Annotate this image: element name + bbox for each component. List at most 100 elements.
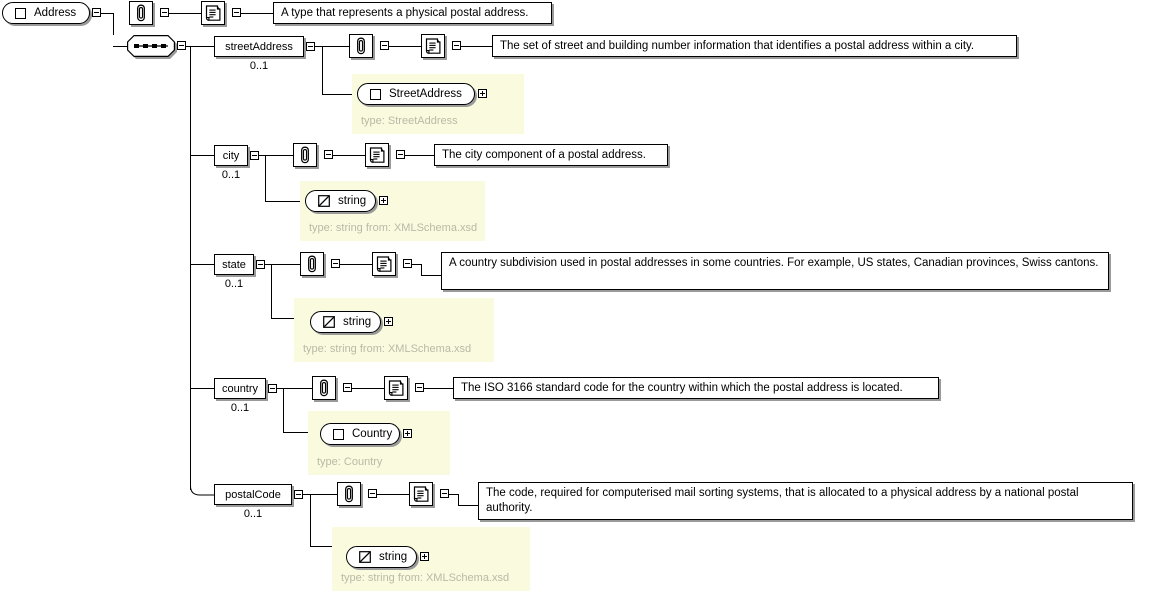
toggle-type-streetaddress[interactable]: [478, 89, 487, 98]
toggle-streetaddress-annotation[interactable]: [380, 41, 389, 50]
element-postalcode[interactable]: postalCode: [214, 484, 292, 505]
connector-streetaddress-to-type: [322, 94, 352, 95]
connector-annotation-to-documentation: [388, 46, 421, 47]
simple-type-diagonal-icon: [318, 195, 330, 207]
documentation-text-country: The ISO 3166 standard code for the count…: [453, 377, 939, 399]
connector-documentation-to-text-h1: [448, 494, 458, 495]
connector-city-type-vertical: [265, 155, 266, 201]
documentation-icon[interactable]: [409, 482, 433, 506]
documentation-icon[interactable]: [201, 1, 225, 25]
connector-sequence-to-streetaddress: [186, 46, 214, 47]
element-country-label: country: [221, 382, 259, 395]
connector-state-type-vertical: [271, 264, 272, 318]
documentation-icon[interactable]: [372, 252, 396, 276]
connector-documentation-to-text-h2: [421, 275, 441, 276]
complex-type-square-icon: [370, 88, 381, 100]
connector-state-to-annotation: [264, 264, 300, 265]
connector-spine-to-country: [190, 388, 214, 389]
documentation-icon[interactable]: [421, 34, 445, 58]
paperclip-icon[interactable]: [300, 252, 324, 276]
cardinality-state: 0..1: [224, 278, 244, 290]
toggle-city-documentation[interactable]: [396, 150, 405, 159]
documentation-text-streetaddress: The set of street and building number in…: [492, 35, 1017, 57]
type-ref-city[interactable]: string: [305, 190, 378, 214]
connector-documentation-to-text: [423, 388, 453, 389]
connector-country-to-annotation: [276, 388, 312, 389]
type-ref-city-label: string: [338, 195, 367, 207]
connector-documentation-to-text-h2: [458, 505, 478, 506]
cardinality-country: 0..1: [230, 402, 250, 414]
toggle-root-address[interactable]: [92, 8, 101, 17]
type-caption-state: type: string from: XMLSchema.xsd: [303, 343, 472, 355]
toggle-root-annotation[interactable]: [160, 8, 169, 17]
connector-city-to-type: [265, 201, 300, 202]
type-ref-country-label: Country: [352, 428, 393, 440]
connector-streetaddress-to-annotation: [314, 46, 349, 47]
connector-root-to-sequence: [113, 46, 127, 47]
element-city-label: city: [222, 149, 240, 162]
element-country[interactable]: country: [214, 378, 266, 399]
type-ref-streetaddress[interactable]: StreetAddress: [357, 83, 477, 107]
type-ref-state-label: string: [343, 316, 372, 328]
toggle-city-annotation[interactable]: [324, 150, 333, 159]
toggle-type-city[interactable]: [379, 196, 388, 205]
connector-streetaddress-type-vertical: [322, 46, 323, 94]
root-element-label: Address: [34, 7, 77, 19]
connector-documentation-to-text: [240, 13, 273, 14]
connector-root-vertical: [113, 13, 114, 35]
type-ref-postalcode[interactable]: string: [346, 546, 419, 570]
type-ref-country[interactable]: Country: [320, 423, 402, 447]
connector-documentation-to-text-v: [421, 264, 422, 275]
type-caption-postalcode: type: string from: XMLSchema.xsd: [341, 572, 510, 584]
simple-type-diagonal-icon: [359, 551, 371, 563]
paperclip-icon[interactable]: [293, 143, 317, 167]
connector-spine-to-postalcode: [190, 478, 220, 496]
cardinality-postalcode: 0..1: [243, 508, 263, 520]
connector-spine: [190, 46, 191, 490]
connector-city-to-annotation: [258, 155, 293, 156]
paperclip-icon[interactable]: [312, 376, 336, 400]
element-postalcode-label: postalCode: [225, 488, 281, 501]
connector-documentation-to-text: [460, 46, 492, 47]
simple-type-diagonal-icon: [323, 316, 335, 328]
connector-country-to-type: [283, 432, 315, 433]
element-streetaddress[interactable]: streetAddress: [214, 36, 304, 57]
root-documentation-text: A type that represents a physical postal…: [273, 2, 552, 24]
toggle-root-documentation[interactable]: [232, 8, 241, 17]
element-state[interactable]: state: [214, 254, 254, 275]
connector-spine-to-city: [190, 155, 214, 156]
toggle-postalcode-annotation[interactable]: [368, 489, 377, 498]
toggle-postalcode-documentation[interactable]: [440, 489, 449, 498]
root-element-address[interactable]: Address: [2, 2, 92, 26]
type-ref-state[interactable]: string: [310, 311, 383, 335]
toggle-country-annotation[interactable]: [343, 383, 352, 392]
toggle-streetaddress-documentation[interactable]: [452, 41, 461, 50]
connector-postalcode-to-type: [310, 546, 346, 547]
cardinality-city: 0..1: [221, 169, 241, 181]
toggle-type-country[interactable]: [403, 429, 412, 438]
connector-annotation-to-documentation: [339, 264, 372, 265]
paperclip-icon[interactable]: [337, 482, 361, 506]
documentation-text-postalcode: The code, required for computerised mail…: [478, 482, 1133, 520]
sequence-compositor[interactable]: [127, 35, 177, 59]
paperclip-icon[interactable]: [349, 34, 373, 58]
toggle-type-postalcode[interactable]: [420, 552, 429, 561]
toggle-state-annotation[interactable]: [331, 259, 340, 268]
type-caption-country: type: Country: [317, 456, 383, 468]
toggle-sequence[interactable]: [177, 41, 186, 50]
toggle-country-documentation[interactable]: [415, 383, 424, 392]
documentation-icon[interactable]: [384, 376, 408, 400]
documentation-text-state: A country subdivision used in postal add…: [441, 252, 1109, 290]
type-caption-city: type: string from: XMLSchema.xsd: [309, 222, 478, 234]
type-caption-streetaddress: type: StreetAddress: [361, 115, 458, 127]
connector-annotation-to-documentation: [376, 494, 409, 495]
connector-annotation-to-documentation: [351, 388, 384, 389]
documentation-icon[interactable]: [365, 143, 389, 167]
toggle-type-state[interactable]: [384, 317, 393, 326]
toggle-state-documentation[interactable]: [403, 259, 412, 268]
complex-type-square-icon: [15, 7, 26, 19]
paperclip-icon[interactable]: [129, 1, 153, 25]
element-city[interactable]: city: [214, 145, 248, 166]
connector-annotation-to-documentation: [332, 155, 365, 156]
connector-documentation-to-text-h1: [411, 264, 421, 265]
